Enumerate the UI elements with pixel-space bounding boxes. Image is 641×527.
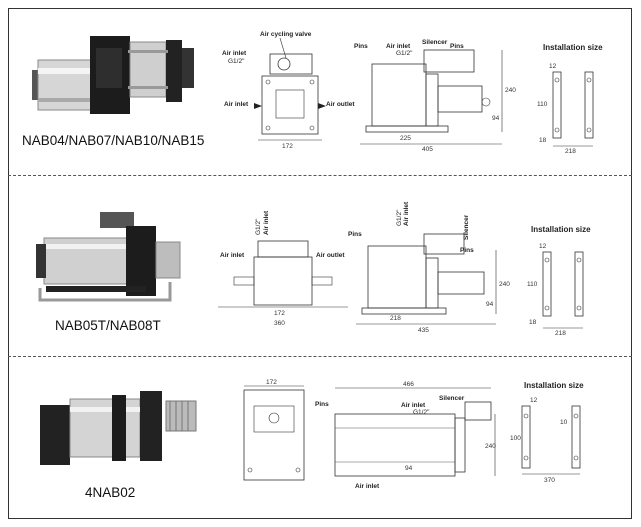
port-height-dimension: 94 xyxy=(405,465,413,472)
hole-pitch-dimension: 110 xyxy=(527,281,538,288)
width-dimension: 370 xyxy=(544,477,555,484)
thread-label: G1/2" xyxy=(255,218,262,235)
hole-pitch-dimension: 110 xyxy=(537,101,548,108)
air-outlet-label: Air outlet xyxy=(326,101,355,108)
gap-dimension: 12 xyxy=(539,243,547,250)
installation-drawing-nab04: Installation size 12 110 18 218 xyxy=(537,43,603,155)
height-dimension: 240 xyxy=(505,87,516,94)
air-outlet-label: Air outlet xyxy=(316,252,345,259)
installation-size-title: Installation size xyxy=(524,381,584,390)
row-divider-2 xyxy=(8,356,632,357)
installation-size-title: Installation size xyxy=(531,225,591,234)
width-dimension: 172 xyxy=(282,143,293,150)
product-photo-nab04 xyxy=(32,36,194,114)
air-cycling-valve-label: Air cycling valve xyxy=(260,31,312,38)
pins-left-label: Pins xyxy=(348,231,362,238)
hole-pitch-dimension: 100 xyxy=(510,435,521,442)
installation-size-title: Installation size xyxy=(543,43,603,52)
gap-dimension: 12 xyxy=(549,63,557,70)
offset-dimension: 18 xyxy=(529,319,537,326)
installation-drawing-nab05t: Installation size 12 110 18 218 xyxy=(527,225,591,337)
front-view-drawing-nab05t: Air inlet G1/2" Air inlet Air outlet 172… xyxy=(218,210,348,327)
outer-width-dimension: 360 xyxy=(274,320,285,327)
length-dimension: 405 xyxy=(422,146,433,153)
silencer-label: Silencer xyxy=(422,39,448,46)
row-divider-1 xyxy=(8,175,632,176)
port-height-dimension: 94 xyxy=(486,301,494,308)
air-inlet-label: Air inlet xyxy=(263,210,270,235)
port-height-dimension: 94 xyxy=(492,115,500,122)
width-dimension: 218 xyxy=(565,148,576,155)
silencer-label: Silencer xyxy=(439,395,465,402)
model-name-nab04: NAB04/NAB07/NAB10/NAB15 xyxy=(22,133,205,148)
side-view-drawing-4nab02: 466 Pins Silencer Air inlet G1/2" 240 94… xyxy=(315,381,496,490)
air-inlet-side-label: Air inlet xyxy=(220,252,245,259)
air-inlet-label: Air inlet xyxy=(403,201,410,226)
height-dimension: 240 xyxy=(485,443,496,450)
width-dimension: 172 xyxy=(266,379,277,386)
pins-left-label: Pins xyxy=(354,43,368,50)
inner-width-dimension: 172 xyxy=(274,310,285,317)
product-photo-nab05t xyxy=(36,212,181,302)
pins-label: Pins xyxy=(315,401,329,408)
model-name-nab05t: NAB05T/NAB08T xyxy=(55,318,161,333)
model-name-4nab02: 4NAB02 xyxy=(85,485,136,500)
air-inlet-top-label: Air inlet xyxy=(222,50,247,57)
front-view-drawing-nab04: Air cycling valve Air inlet G1/2" Air in… xyxy=(222,31,355,150)
side-view-drawing-nab04: Pins Air inlet G1/2" Silencer Pins 240 9… xyxy=(354,39,516,153)
offset-dimension: 18 xyxy=(539,137,547,144)
length-dimension: 466 xyxy=(403,381,414,388)
pins-right-label: Pins xyxy=(450,43,464,50)
installation-drawing-4nab02: Installation size 12 100 10 370 xyxy=(510,381,584,484)
hole-pitch-right-dimension: 10 xyxy=(560,419,568,426)
thread-label: G1/2" xyxy=(396,50,413,57)
outer-frame xyxy=(8,8,632,519)
thread-label: G1/2" xyxy=(396,209,403,226)
front-view-drawing-4nab02: 172 xyxy=(243,379,305,481)
thread-label: G1/2" xyxy=(413,409,430,416)
air-inlet-label: Air inlet xyxy=(386,43,411,50)
base-width-dimension: 225 xyxy=(400,135,411,142)
length-dimension: 435 xyxy=(418,327,429,334)
side-view-drawing-nab05t: Pins Air inlet G1/2" Silencer Pins 240 9… xyxy=(348,201,510,334)
air-inlet-side-label: Air inlet xyxy=(224,101,249,108)
air-inlet-top-label: Air inlet xyxy=(401,402,426,409)
thread-label: G1/2" xyxy=(228,58,245,65)
height-dimension: 240 xyxy=(499,281,510,288)
gap-dimension: 12 xyxy=(530,397,538,404)
pins-right-label: Pins xyxy=(460,247,474,254)
width-dimension: 218 xyxy=(555,330,566,337)
base-width-dimension: 218 xyxy=(390,315,401,322)
silencer-label: Silencer xyxy=(463,214,470,240)
air-inlet-bottom-label: Air inlet xyxy=(355,483,380,490)
product-photo-4nab02 xyxy=(40,391,197,465)
